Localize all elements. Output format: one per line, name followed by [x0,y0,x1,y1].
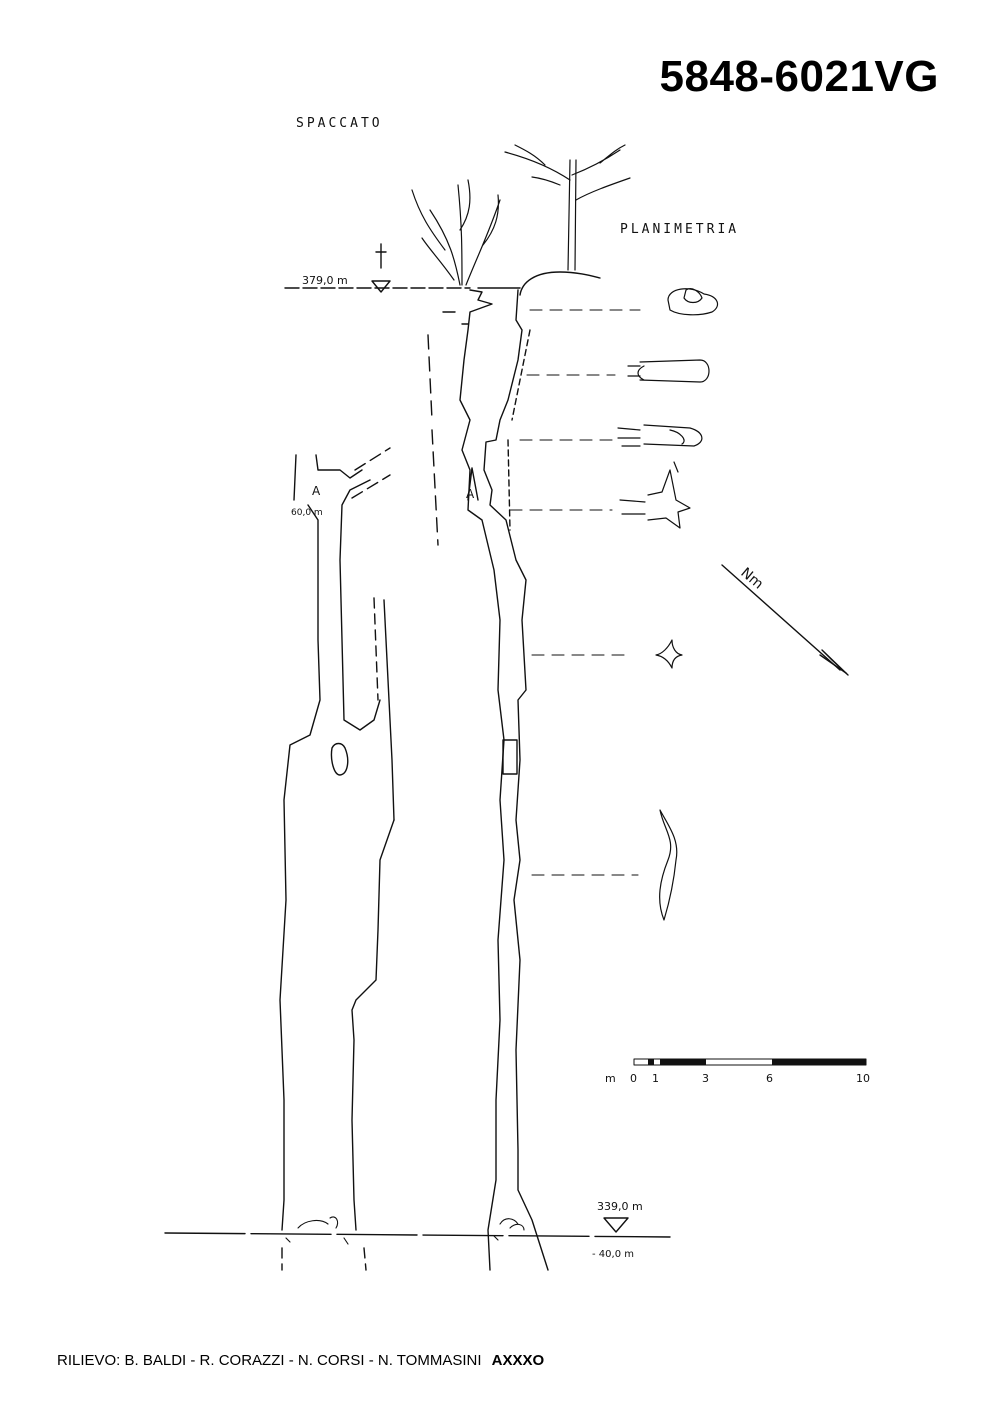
bottom-dashed-walls [281,1247,367,1271]
shaft-dashed-inner [511,329,531,421]
credits-names: RILIEVO: B. BALDI - R. CORAZZI - N. CORS… [57,1352,482,1369]
scale-unit: m [605,1072,616,1085]
plan-section-1-inner [683,288,703,304]
shaft-block [502,739,518,775]
shaft-ledge [442,311,469,325]
bottom-rubble [285,1216,525,1245]
scale-tick-6: 6 [766,1072,773,1085]
plan-section-3-inner [617,427,685,447]
plan-section-3 [643,424,703,447]
section-reference-lines [509,309,641,876]
shaft-left-wall [459,289,505,1271]
tree-icon [504,144,631,271]
entrance-mound [519,271,601,296]
scale-tick-1: 1 [652,1072,659,1085]
elevation-marker-top: 379,0 m [302,243,391,293]
document-code: 5848-6021VG [659,52,939,101]
plan-label: PLANIMETRIA [620,222,740,237]
elevation-top-label: 379,0 m [302,274,348,287]
shaft-dashed-far [431,429,439,546]
marker-a-second: A [312,484,321,498]
plan-section-4 [647,469,691,529]
marker-a-main: A [466,487,475,501]
north-label: Nm [737,565,766,593]
second-shaft-block [330,742,349,776]
plan-sections [617,288,719,921]
depth-marker-label: 60,0 m [291,508,323,518]
shaft-right-wall [483,289,549,1271]
second-shaft-right-face [383,599,395,821]
shaft-dashed-far [427,334,433,421]
second-shaft-right-wall [315,454,381,731]
elevation-bottom-label: 339,0 m [597,1200,643,1213]
second-shaft-dashed [354,447,391,471]
credits-group: AXXXO [491,1352,545,1369]
second-shaft-left-wall [279,454,321,1231]
section-label: SPACCATO [296,116,383,131]
second-shaft-dashed [351,474,391,499]
plan-section-5 [655,639,683,669]
plan-section-4-inner [619,461,679,515]
bottom-line [164,1232,671,1238]
second-shaft-right-lower [351,819,395,1231]
plan-section-6 [659,809,678,921]
credits: RILIEVO: B. BALDI - R. CORAZZI - N. CORS… [57,1352,544,1369]
second-shaft-dashed [373,597,379,701]
north-arrow-icon: Nm [721,564,849,676]
plan-section-2 [639,359,710,383]
plan-section-2-inner [627,365,645,381]
scale-tick-0: 0 [630,1072,637,1085]
scale-tick-3: 3 [702,1072,709,1085]
scale-tick-10: 10 [856,1072,870,1085]
marker-a-outline [467,467,479,501]
shrub-icon [411,179,501,286]
plan-section-1 [667,288,719,316]
elevation-marker-bottom: 339,0 m - 40,0 m [592,1200,643,1260]
shaft-dashed-inner [507,439,511,531]
scale-bar: m 0 1 3 6 10 [605,1058,870,1085]
depth-label: - 40,0 m [592,1249,634,1260]
